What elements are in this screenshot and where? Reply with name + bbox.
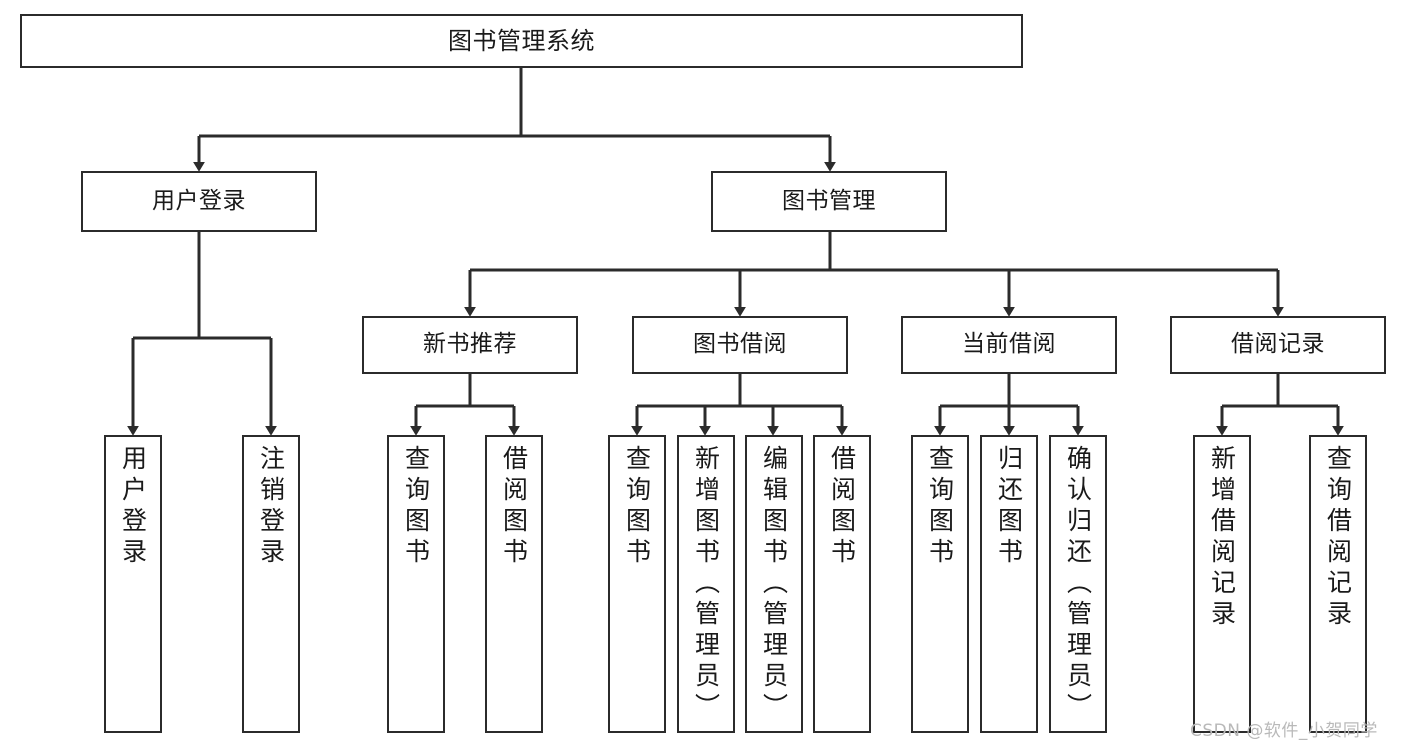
node-user-login[interactable]: 用户登录 bbox=[81, 171, 317, 232]
leaf-user-logout[interactable]: 注销登录 bbox=[242, 435, 300, 733]
leaf-user-login-label: 用户登录 bbox=[118, 445, 148, 569]
leaf-recommend-query-book-label: 查询图书 bbox=[401, 445, 431, 569]
leaf-user-login[interactable]: 用户登录 bbox=[104, 435, 162, 733]
leaf-borrow-edit-book-admin-label: 编辑图书（管理员） bbox=[759, 445, 789, 724]
leaf-borrow-edit-book-admin[interactable]: 编辑图书（管理员） bbox=[745, 435, 803, 733]
node-new-book-recommend-label: 新书推荐 bbox=[423, 331, 517, 358]
leaf-current-return-book-label: 归还图书 bbox=[994, 445, 1024, 569]
leaf-record-add-borrow-record-label: 新增借阅记录 bbox=[1207, 445, 1237, 631]
leaf-borrow-do-borrow-book[interactable]: 借阅图书 bbox=[813, 435, 871, 733]
leaf-borrow-add-book-admin[interactable]: 新增图书（管理员） bbox=[677, 435, 735, 733]
node-user-login-label: 用户登录 bbox=[152, 187, 246, 214]
node-book-manage[interactable]: 图书管理 bbox=[711, 171, 947, 232]
leaf-borrow-do-borrow-book-label: 借阅图书 bbox=[827, 445, 857, 569]
leaf-recommend-borrow-book-label: 借阅图书 bbox=[499, 445, 529, 569]
node-book-manage-label: 图书管理 bbox=[782, 187, 876, 214]
node-book-borrow[interactable]: 图书借阅 bbox=[632, 316, 848, 374]
leaf-borrow-query-book[interactable]: 查询图书 bbox=[608, 435, 666, 733]
csdn-watermark: CSDN @软件_小贺同学 bbox=[1190, 721, 1378, 741]
leaf-user-logout-label: 注销登录 bbox=[256, 445, 286, 569]
leaf-current-confirm-return-admin-label: 确认归还（管理员） bbox=[1063, 445, 1093, 724]
leaf-record-query-borrow-record[interactable]: 查询借阅记录 bbox=[1309, 435, 1367, 733]
leaf-current-query-book-label: 查询图书 bbox=[925, 445, 955, 569]
node-root-label: 图书管理系统 bbox=[448, 26, 595, 55]
leaf-record-add-borrow-record[interactable]: 新增借阅记录 bbox=[1193, 435, 1251, 733]
leaf-borrow-query-book-label: 查询图书 bbox=[622, 445, 652, 569]
leaf-recommend-query-book[interactable]: 查询图书 bbox=[387, 435, 445, 733]
leaf-current-confirm-return-admin[interactable]: 确认归还（管理员） bbox=[1049, 435, 1107, 733]
node-current-borrow[interactable]: 当前借阅 bbox=[901, 316, 1117, 374]
node-book-borrow-label: 图书借阅 bbox=[693, 331, 787, 358]
node-current-borrow-label: 当前借阅 bbox=[962, 331, 1056, 358]
leaf-borrow-add-book-admin-label: 新增图书（管理员） bbox=[691, 445, 721, 724]
node-root[interactable]: 图书管理系统 bbox=[20, 14, 1023, 68]
leaf-record-query-borrow-record-label: 查询借阅记录 bbox=[1323, 445, 1353, 631]
node-borrow-record-label: 借阅记录 bbox=[1231, 331, 1325, 358]
leaf-recommend-borrow-book[interactable]: 借阅图书 bbox=[485, 435, 543, 733]
node-new-book-recommend[interactable]: 新书推荐 bbox=[362, 316, 578, 374]
node-borrow-record[interactable]: 借阅记录 bbox=[1170, 316, 1386, 374]
leaf-current-return-book[interactable]: 归还图书 bbox=[980, 435, 1038, 733]
leaf-current-query-book[interactable]: 查询图书 bbox=[911, 435, 969, 733]
